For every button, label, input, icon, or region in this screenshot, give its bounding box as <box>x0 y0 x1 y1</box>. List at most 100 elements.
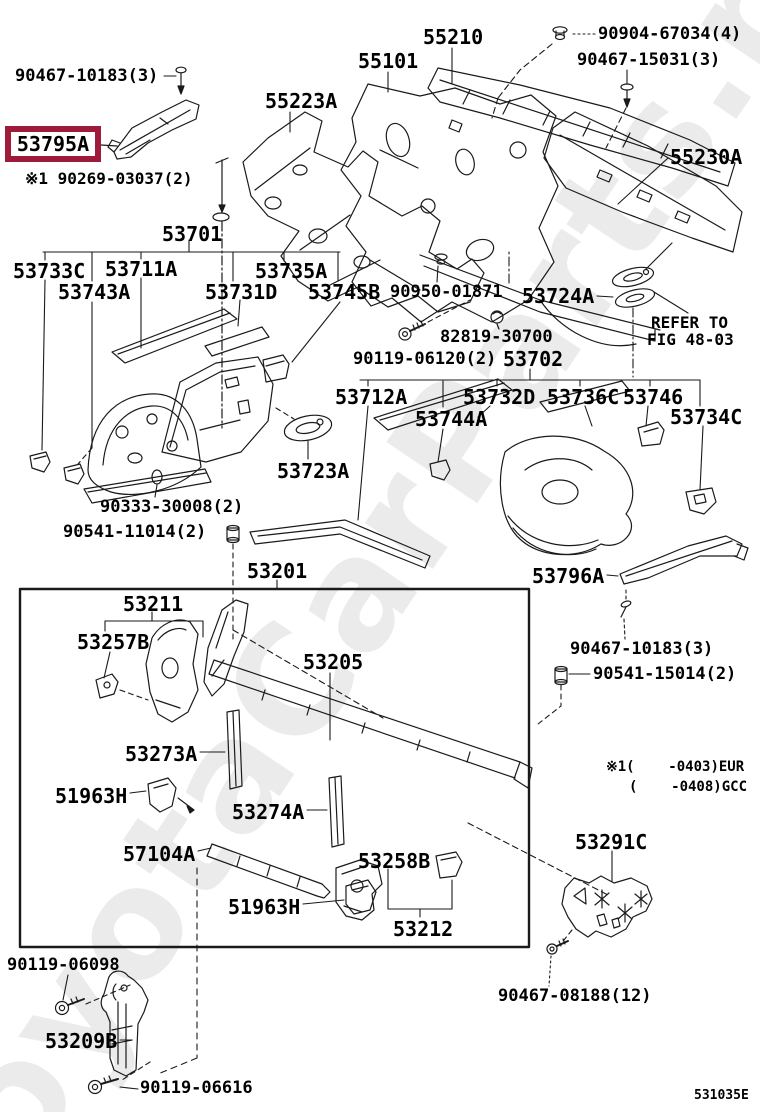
apron-rails-left-art <box>111 308 270 364</box>
part-label-53734c: 53734C <box>670 405 743 429</box>
part-label-57104a: 57104A <box>123 842 196 866</box>
dash-panel-55101-art <box>340 83 559 323</box>
part-label-82819-30700: 82819-30700 <box>440 327 553 347</box>
part-label-90467-15031: 90467-15031(3) <box>577 50 721 70</box>
bracket-53258b-art <box>435 851 463 879</box>
grommet-icon-90904 <box>552 26 568 41</box>
part-label-53205: 53205 <box>303 650 364 674</box>
box-53201-frame <box>18 579 531 949</box>
part-label-53209b: 53209B <box>45 1029 118 1053</box>
bracket-51963h-upper-art <box>147 777 177 813</box>
bolt-icon-90119-06120 <box>398 299 471 341</box>
part-label-53736c: 53736C <box>547 385 620 409</box>
clip-icon-90467-15031 <box>620 83 634 108</box>
bottom-left-leaders <box>62 867 198 1090</box>
part-label-53796a: 53796A <box>532 564 605 588</box>
clip-53743a-art <box>63 463 85 485</box>
clip-icon-90467-10183-top <box>163 66 187 95</box>
lower-member-57104a-art <box>206 843 331 899</box>
part-label-90541-11014: 90541-11014(2) <box>63 522 207 542</box>
lower-cowl-bar-art <box>419 254 661 347</box>
part-label-53211: 53211 <box>123 592 184 616</box>
highlighted-part-box[interactable]: 53795A <box>5 126 101 162</box>
part-label-90904-67034: 90904-67034(4) <box>598 24 742 44</box>
part-label-53701: 53701 <box>162 222 223 246</box>
bolt-icon-90467-08188 <box>546 938 569 987</box>
part-label-53795a: 53795A <box>16 131 90 156</box>
seal-53724a-art <box>596 242 689 378</box>
stay-53274a-art <box>328 775 345 848</box>
part-label-53273a: 53273A <box>125 742 198 766</box>
part-label-53711a: 53711A <box>105 257 178 281</box>
part-label-53733c: 53733C <box>13 259 86 283</box>
part-label-55230a: 55230A <box>670 145 743 169</box>
part-label-53746: 53746 <box>623 385 684 409</box>
part-label-53201: 53201 <box>247 559 308 583</box>
part-label-90467-10183-top: 90467-10183(3) <box>15 66 159 86</box>
front-side-member-art <box>249 519 431 569</box>
cushion-icon-90541-11014 <box>226 524 240 641</box>
bolt-icon-90119-06098 <box>54 996 85 1016</box>
part-label-53744a: 53744A <box>415 407 488 431</box>
cowl-panel-55230a-art <box>543 111 743 253</box>
part-label-90950-01871: 90950-01871 <box>390 282 503 302</box>
part-label-53291c: 53291C <box>575 830 648 854</box>
stay-53273a-art <box>226 709 243 790</box>
center-support-53212-art <box>335 859 383 921</box>
shield-53291c-art <box>559 850 653 946</box>
variant-note-line1: ※1( -0403)EUR <box>606 759 745 775</box>
refer-note-line1: REFER TO <box>651 313 729 332</box>
part-label-53735a: 53735A <box>255 259 328 283</box>
stay-53209b-art <box>100 970 149 1077</box>
part-label-53258b: 53258B <box>358 849 431 873</box>
extension-53796a-art <box>606 535 749 585</box>
figure-code: 531035E <box>694 1088 749 1103</box>
part-label-53745b: 53745B <box>308 280 381 304</box>
part-label-55101: 55101 <box>358 49 419 73</box>
wheel-housing-left-art <box>83 393 212 504</box>
bracket-53257b-art <box>95 673 119 699</box>
part-label-90541-15014: 90541-15014(2) <box>593 664 737 684</box>
bolt-icon-90119-06616 <box>87 1075 119 1095</box>
part-label-53212: 53212 <box>393 917 454 941</box>
part-label-90119-06098: 90119-06098 <box>7 955 120 975</box>
part-label-53702: 53702 <box>503 347 564 371</box>
part-label-90333-30008: 90333-30008(2) <box>100 497 244 517</box>
clip-53733c-art <box>29 451 51 473</box>
part-label-53743a: 53743A <box>58 280 131 304</box>
variant-note-line2: ( -0408)GCC <box>629 779 748 795</box>
refer-note-line2: FIG 48-03 <box>647 330 734 349</box>
part-label-51963h-lower: 51963H <box>228 895 301 919</box>
cowl-top-55210-art <box>427 67 736 187</box>
apron-rails-right-art <box>373 378 665 481</box>
support-corner-piece-art <box>203 599 249 697</box>
part-label-53712a: 53712A <box>335 385 408 409</box>
part-label-90269-03037: ※1 90269-03037(2) <box>25 169 193 188</box>
apron-panel-left-art <box>161 356 274 463</box>
upper-crossmember-53205-art <box>208 659 533 789</box>
clamp-icon-82819 <box>490 310 504 330</box>
cushion-icon-90541-15014 <box>537 665 591 725</box>
part-label-53732d: 53732D <box>463 385 536 409</box>
part-label-53723a: 53723A <box>277 459 350 483</box>
box-53201-leaders <box>103 611 611 918</box>
bracket-51963h-lower-art <box>345 879 377 915</box>
clip-icon-90467-10183-right <box>620 589 632 640</box>
plug-icon-90950 <box>434 253 448 283</box>
fender-liner-right-art <box>499 435 634 556</box>
part-label-53724a: 53724A <box>522 284 595 308</box>
group-53702-leaders <box>357 251 704 521</box>
bracket-53745b-art <box>262 354 290 383</box>
part-label-51963h-upper: 51963H <box>55 784 128 808</box>
group-53701-bracket-lines <box>41 239 341 465</box>
part-label-90119-06616: 90119-06616 <box>140 1078 253 1098</box>
part-label-55223a: 55223A <box>265 89 338 113</box>
part-label-55210: 55210 <box>423 25 484 49</box>
plug-icon-90333 <box>151 469 163 498</box>
top-leader-lines <box>289 33 669 205</box>
part-label-90467-08188: 90467-08188(12) <box>498 986 652 1006</box>
part-label-53257b: 53257B <box>77 630 150 654</box>
part-label-90119-06120: 90119-06120(2) <box>353 349 497 369</box>
